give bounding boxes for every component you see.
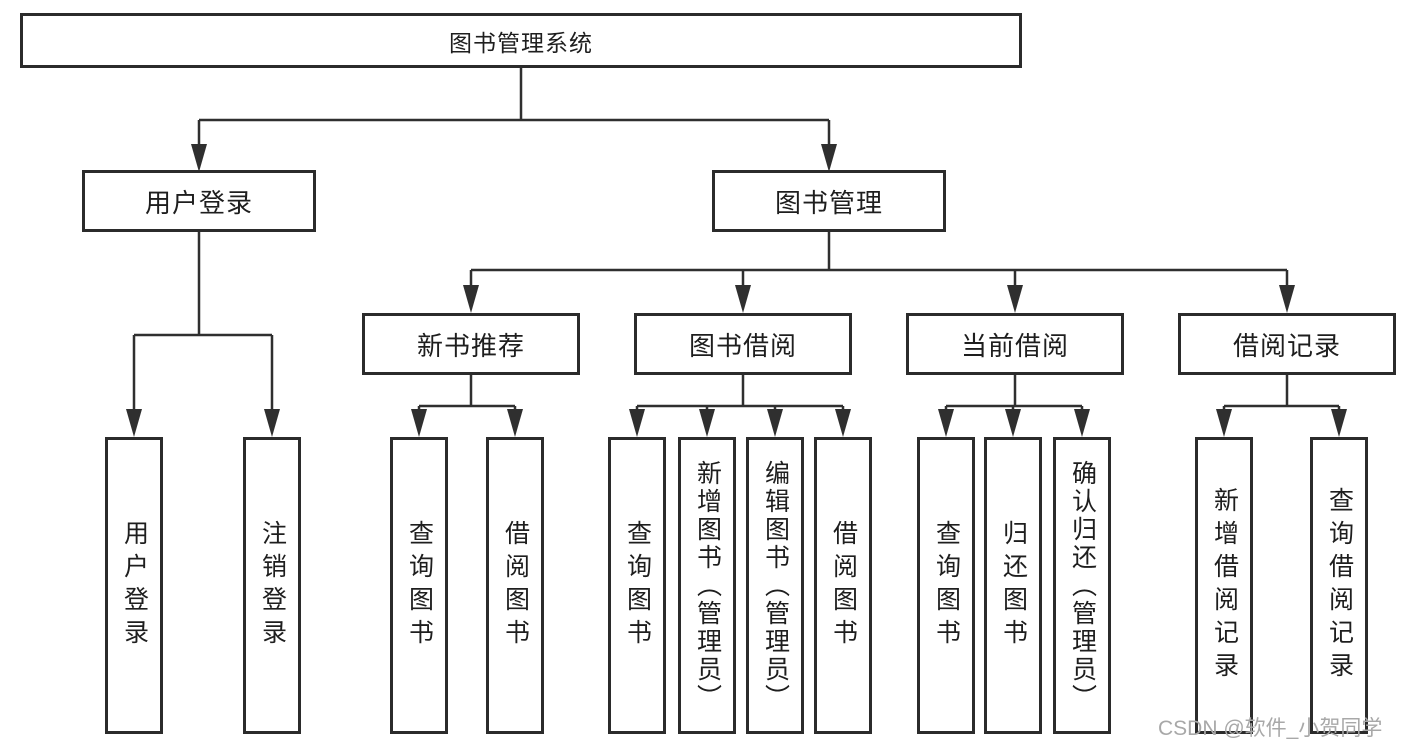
leaf-edit-books-admin: 编辑图书（管理员） <box>746 437 804 734</box>
connector-current-borrowing-to-leaves <box>944 375 1084 411</box>
node-book-borrowing-label: 图书借阅 <box>688 330 797 361</box>
leaf-borrow-books-recommend: 借阅图书 <box>486 437 544 734</box>
node-user-login: 用户登录 <box>82 170 316 232</box>
arrowhead <box>191 144 207 172</box>
arrowhead <box>1216 409 1232 437</box>
node-current-borrowing: 当前借阅 <box>906 313 1124 375</box>
arrowhead <box>126 409 142 437</box>
arrowhead <box>767 409 783 437</box>
leaf-return-books-label: 归还图书 <box>999 519 1028 652</box>
leaf-borrow-books-recommend-label: 借阅图书 <box>501 519 530 652</box>
connector-root-to-level2 <box>197 68 831 146</box>
watermark: CSDN @软件_小贺同学 <box>1158 717 1383 740</box>
leaf-query-borrow-record: 查询借阅记录 <box>1310 437 1368 734</box>
connector-user-login-to-leaves <box>132 232 274 411</box>
arrowhead <box>1005 409 1021 437</box>
node-book-borrowing: 图书借阅 <box>634 313 852 375</box>
arrowhead <box>835 409 851 437</box>
node-book-management-system: 图书管理系统 <box>20 13 1022 68</box>
arrowhead <box>411 409 427 437</box>
connector-book-borrowing-to-leaves <box>635 375 845 411</box>
node-new-book-recommend: 新书推荐 <box>362 313 580 375</box>
arrowhead <box>699 409 715 437</box>
arrowhead <box>735 285 751 313</box>
arrowhead <box>507 409 523 437</box>
leaf-query-books-recommend: 查询图书 <box>390 437 448 734</box>
leaf-add-books-admin-label: 新增图书（管理员） <box>693 459 722 712</box>
arrowhead <box>1331 409 1347 437</box>
arrowhead <box>821 144 837 172</box>
connector-borrowing-records-to-leaves <box>1222 375 1341 411</box>
leaf-confirm-return-admin-label: 确认归还（管理员） <box>1068 459 1097 712</box>
arrowhead <box>264 409 280 437</box>
connector-new-book-recommend-to-leaves <box>417 375 517 411</box>
leaf-query-books-current-label: 查询图书 <box>932 519 961 652</box>
node-book-management-label: 图书管理 <box>774 187 883 218</box>
leaf-query-books-recommend-label: 查询图书 <box>405 519 434 652</box>
leaf-add-borrow-record: 新增借阅记录 <box>1195 437 1253 734</box>
arrowhead <box>463 285 479 313</box>
leaf-query-books-current: 查询图书 <box>917 437 975 734</box>
connector-book-management-to-level3 <box>469 232 1289 287</box>
leaf-logout-label: 注销登录 <box>258 519 287 652</box>
arrowhead <box>938 409 954 437</box>
leaf-add-books-admin: 新增图书（管理员） <box>678 437 736 734</box>
leaf-logout: 注销登录 <box>243 437 301 734</box>
node-user-login-label: 用户登录 <box>144 187 253 218</box>
leaf-borrow-books: 借阅图书 <box>814 437 872 734</box>
node-book-management: 图书管理 <box>712 170 946 232</box>
leaf-query-books-borrowing: 查询图书 <box>608 437 666 734</box>
node-borrowing-records: 借阅记录 <box>1178 313 1396 375</box>
leaf-edit-books-admin-label: 编辑图书（管理员） <box>761 459 790 712</box>
leaf-user-login: 用户登录 <box>105 437 163 734</box>
leaf-confirm-return-admin: 确认归还（管理员） <box>1053 437 1111 734</box>
node-new-book-recommend-label: 新书推荐 <box>416 330 525 361</box>
arrowhead <box>1074 409 1090 437</box>
node-current-borrowing-label: 当前借阅 <box>960 330 1069 361</box>
node-book-management-system-label: 图书管理系统 <box>449 29 593 56</box>
leaf-return-books: 归还图书 <box>984 437 1042 734</box>
leaf-query-books-borrowing-label: 查询图书 <box>623 519 652 652</box>
arrowhead <box>1279 285 1295 313</box>
leaf-add-borrow-record-label: 新增借阅记录 <box>1210 486 1239 685</box>
leaf-user-login-label: 用户登录 <box>120 519 149 652</box>
node-borrowing-records-label: 借阅记录 <box>1232 330 1341 361</box>
arrowhead <box>629 409 645 437</box>
arrowhead <box>1007 285 1023 313</box>
leaf-borrow-books-label: 借阅图书 <box>829 519 858 652</box>
leaf-query-borrow-record-label: 查询借阅记录 <box>1325 486 1354 685</box>
